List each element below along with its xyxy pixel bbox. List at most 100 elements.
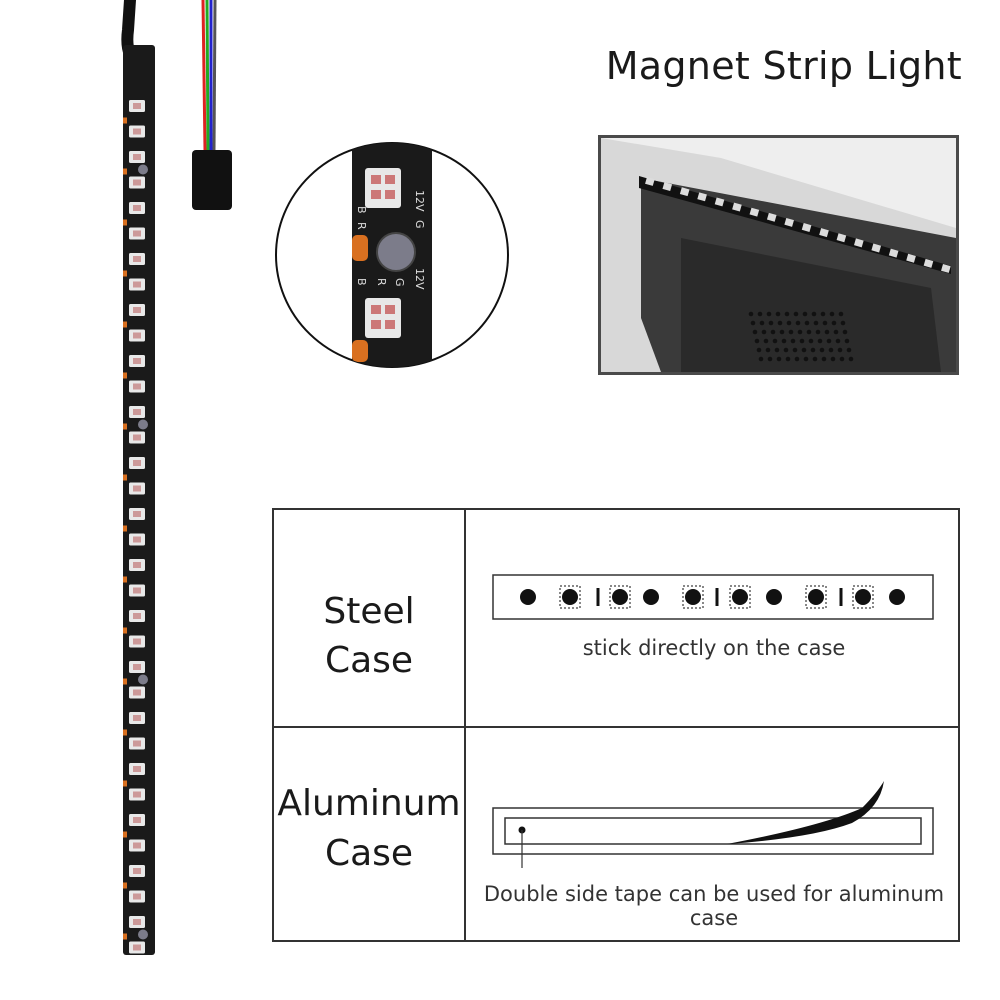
vent-hole (794, 356, 800, 362)
vent-hole (815, 329, 821, 335)
vent-hole (776, 356, 782, 362)
vent-hole (808, 338, 814, 344)
steel-dot (766, 589, 782, 605)
strip-resistor (123, 474, 127, 481)
case-table: Steel Case stick directly on the case Al… (272, 508, 960, 942)
strip-led-chip (133, 179, 141, 186)
aluminum-case-label-line1: Aluminum (277, 783, 461, 824)
photo-led (871, 243, 882, 253)
vent-hole (811, 311, 817, 317)
zoom-label-b-bot: B (355, 278, 368, 286)
vent-hole (797, 329, 803, 335)
steel-dot (520, 589, 536, 605)
vent-hole (801, 347, 807, 353)
vent-hole (758, 356, 764, 362)
photo-led (645, 177, 655, 186)
zoom-label-g-top: G (413, 220, 426, 229)
vent-hole (779, 329, 785, 335)
vent-hole (838, 311, 844, 317)
strip-resistor (123, 117, 127, 124)
aluminum-case-label-line2: Case (324, 833, 414, 874)
vent-hole (829, 311, 835, 317)
strip-body (123, 45, 155, 955)
strip-led-chip (133, 638, 141, 645)
strip-led-chip (133, 766, 141, 772)
strip-led-chip (133, 613, 141, 619)
steel-dot (889, 589, 905, 605)
strip-led-chip (133, 689, 141, 696)
vent-hole (833, 329, 839, 335)
vent-hole (828, 347, 834, 353)
steel-case-dots (520, 585, 905, 609)
zoom-magnet (376, 232, 416, 272)
page-title: Magnet Strip Light (605, 44, 962, 88)
vent-hole (821, 356, 827, 362)
strip-led-chip (133, 281, 141, 288)
rgb-wires (201, 0, 217, 151)
strip-led-chip (133, 383, 141, 390)
steel-chip-outline (682, 585, 704, 609)
steel-bar (596, 588, 600, 606)
vent-hole (750, 320, 756, 326)
strip-led-chip (133, 205, 141, 211)
steel-chip (685, 589, 701, 605)
vent-hole (772, 338, 778, 344)
vent-hole (806, 329, 812, 335)
vent-hole (824, 329, 830, 335)
vent-hole (788, 329, 794, 335)
strip-resistor (123, 525, 127, 532)
vent-hole (810, 347, 816, 353)
strip-led-chip (133, 485, 141, 492)
strip-resistor (123, 729, 127, 736)
strip-led-chip (133, 587, 141, 594)
vent-hole (793, 311, 799, 317)
photo-led (697, 192, 707, 202)
vent-hole (817, 338, 823, 344)
strip-led-chip (133, 817, 141, 823)
photo-led (732, 202, 742, 212)
steel-case-diagram (492, 574, 934, 620)
vent-hole (819, 347, 825, 353)
zoom-inset: 12V G R B 12V G R B (275, 142, 509, 368)
strip-led-chip (133, 893, 141, 900)
steel-chip-outline (609, 585, 631, 609)
steel-chip-outline (559, 585, 581, 609)
photo-led (819, 228, 829, 238)
photo-led (941, 264, 951, 273)
vent-hole (767, 356, 773, 362)
vent-hole (790, 338, 796, 344)
strip-resistor (123, 627, 127, 634)
strip-led-chip (133, 103, 141, 109)
vent-hole (785, 356, 791, 362)
photo-led (766, 212, 777, 222)
photo-led (836, 233, 847, 243)
steel-chip (612, 589, 628, 605)
vent-hole (775, 311, 781, 317)
strip-led-chip (133, 460, 141, 466)
vent-hole (765, 347, 771, 353)
aluminum-case-caption: Double side tape can be used for aluminu… (483, 882, 945, 930)
strip-resistor (123, 780, 127, 787)
steel-case-caption: stick directly on the case (582, 636, 846, 660)
photo-led (714, 197, 725, 207)
steel-chip-outline (852, 585, 874, 609)
vent-hole (786, 320, 792, 326)
strip-resistor (123, 372, 127, 379)
vent-hole (761, 329, 767, 335)
strip-led-chip (133, 868, 141, 874)
strip-led-chip (133, 230, 141, 237)
strip-resistor (123, 882, 127, 889)
strip-resistor (123, 219, 127, 226)
strip-resistor (123, 576, 127, 583)
strip-magnet (138, 929, 148, 940)
strip-resistor (123, 678, 127, 685)
strip-led-chip (133, 944, 141, 951)
vent-hole (842, 329, 848, 335)
zoom-label-r-bot: R (375, 278, 388, 286)
strip-led-chip (133, 332, 141, 339)
steel-chip-outline (805, 585, 827, 609)
vent-hole (768, 320, 774, 326)
vent-hole (802, 311, 808, 317)
vent-hole (759, 320, 765, 326)
strip-resistor (123, 831, 127, 838)
